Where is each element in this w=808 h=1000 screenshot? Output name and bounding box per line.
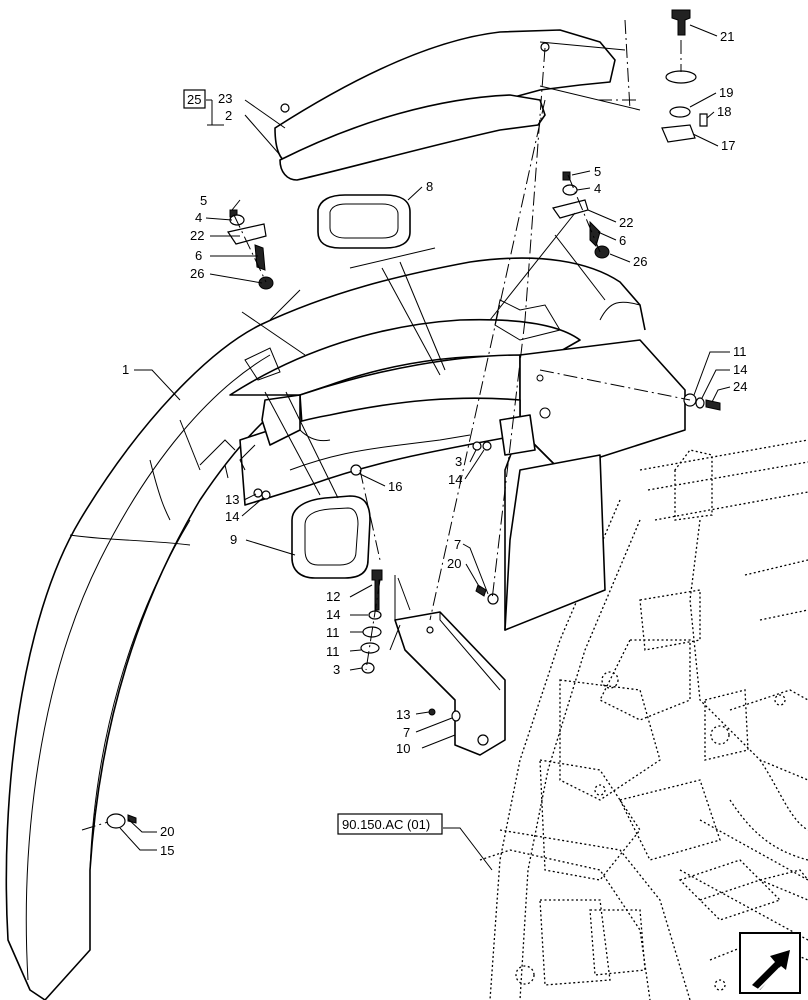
callout-19: 19	[719, 85, 733, 100]
callout-5-left: 5	[200, 193, 207, 208]
rear-fin-panel	[504, 454, 606, 631]
grommet-part-8	[317, 194, 411, 249]
callout-14-mid: 14	[448, 472, 462, 487]
callout-16: 16	[388, 479, 402, 494]
callout-21: 21	[720, 29, 734, 44]
callout-23: 23	[218, 91, 232, 106]
top-cover-assembly	[274, 29, 616, 181]
callout-6-right: 6	[619, 233, 626, 248]
group-label-box: 25	[183, 89, 206, 109]
grommet-part-9	[291, 495, 371, 579]
callout-11-stack-b: 11	[326, 644, 340, 659]
callout-14-right: 14	[733, 362, 747, 377]
callout-26-right: 26	[633, 254, 647, 269]
callout-14-left: 14	[225, 509, 239, 524]
group-label: 25	[187, 92, 201, 107]
callout-7-mid: 7	[454, 537, 461, 552]
cab-frame-background	[479, 439, 808, 1000]
callout-12: 12	[326, 589, 340, 604]
callout-13-bracket: 13	[396, 707, 410, 722]
callout-labels: 1 2 23 8 5 4 22 6 26 5 4 22 6 26 21 19 1…	[122, 29, 747, 858]
callout-13-left: 13	[225, 492, 239, 507]
callout-11-stack-a: 11	[326, 625, 340, 640]
callout-3-stack: 3	[333, 662, 340, 677]
leader-lines	[119, 24, 731, 871]
callout-5-right: 5	[594, 164, 601, 179]
callout-26-left: 26	[190, 266, 204, 281]
callout-2: 2	[225, 108, 232, 123]
callout-7-bracket: 7	[403, 725, 410, 740]
callout-9: 9	[230, 532, 237, 547]
callout-14-stack: 14	[326, 607, 340, 622]
callout-3-mid: 3	[455, 454, 462, 469]
callout-24: 24	[733, 379, 747, 394]
next-page-arrow-icon[interactable]	[739, 932, 801, 994]
callout-22-left: 22	[190, 228, 204, 243]
callout-8: 8	[426, 179, 433, 194]
cross-reference[interactable]: 90.150.AC (01)	[337, 813, 443, 835]
callout-10: 10	[396, 741, 410, 756]
callout-20-mid: 20	[447, 556, 461, 571]
cross-reference-label[interactable]: 90.150.AC (01)	[342, 817, 430, 832]
support-bracket-part-10	[394, 575, 506, 756]
callout-20-bottom: 20	[160, 824, 174, 839]
callout-22-right: 22	[619, 215, 633, 230]
callout-15: 15	[160, 843, 174, 858]
callout-17: 17	[721, 138, 735, 153]
assembly-axis-lines	[81, 19, 691, 831]
callout-4-right: 4	[594, 181, 601, 196]
callout-6-left: 6	[195, 248, 202, 263]
callout-4-left: 4	[195, 210, 202, 225]
callout-1: 1	[122, 362, 129, 377]
callout-11-right: 11	[733, 344, 747, 359]
callout-18: 18	[717, 104, 731, 119]
